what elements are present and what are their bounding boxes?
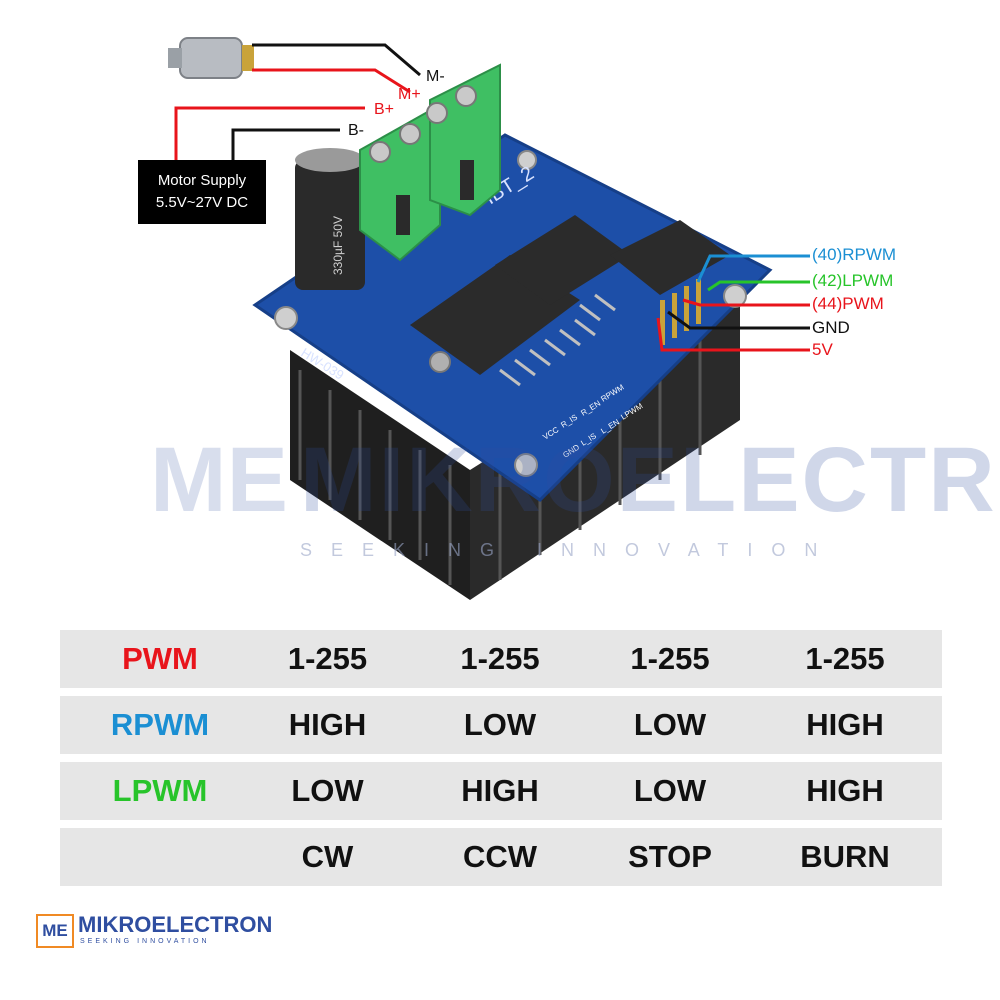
table-cell: STOP bbox=[628, 839, 712, 874]
table-row-pwm: PWM 1-255 1-255 1-255 1-255 bbox=[60, 630, 942, 688]
table-cell: LOW bbox=[633, 773, 707, 808]
wiring-diagram: HW-039 IBT_2 VCC GND R_IS L_IS R_EN L_EN… bbox=[138, 37, 1000, 600]
motor-minus-label: M- bbox=[426, 68, 445, 85]
logo-tagline: SEEKING INNOVATION bbox=[80, 938, 210, 945]
table-cell: 1-255 bbox=[460, 641, 540, 676]
wiring-svg: HW-039 IBT_2 VCC GND R_IS L_IS R_EN L_EN… bbox=[168, 37, 810, 600]
screw-terminal-icon bbox=[359, 63, 501, 262]
watermark-brand: MIKROELECTRON bbox=[300, 429, 1000, 531]
table-row-lpwm: LPWM LOW HIGH LOW HIGH bbox=[60, 762, 942, 820]
pin-label-lpwm: (42)LPWM bbox=[812, 271, 894, 290]
table-row-direction: CW CCW STOP BURN bbox=[60, 828, 942, 886]
table-cell: 1-255 bbox=[287, 641, 368, 676]
row-label-lpwm: LPWM bbox=[112, 773, 208, 808]
table-cell: HIGH bbox=[806, 707, 884, 742]
row-label-direction bbox=[60, 828, 260, 886]
capacitor-label: 330µF 50V bbox=[331, 216, 345, 275]
table-cell: HIGH bbox=[806, 773, 884, 808]
pin-label-gnd: GND bbox=[812, 318, 850, 337]
table-cell: LOW bbox=[633, 707, 707, 742]
motor-supply-voltage: 5.5V~27V DC bbox=[155, 194, 249, 211]
row-label-pwm: PWM bbox=[122, 641, 198, 676]
table-cell: BURN bbox=[800, 839, 890, 874]
watermark-tagline: SEEKING INNOVATION bbox=[300, 540, 837, 560]
table-cell: CW bbox=[301, 839, 354, 874]
table-cell: 1-255 bbox=[630, 641, 710, 676]
motor-supply-title: Motor Supply bbox=[157, 172, 247, 189]
pin-label-pwm: (44)PWM bbox=[812, 294, 884, 313]
table-cell: LOW bbox=[291, 773, 364, 808]
table-cell: LOW bbox=[463, 707, 537, 742]
capacitor-icon: 330µF 50V bbox=[295, 148, 365, 290]
pin-label-5v: 5V bbox=[812, 340, 833, 359]
logo-prefix: ME bbox=[36, 914, 74, 948]
logo-brand: MIKROELECTRON bbox=[78, 912, 273, 937]
motor-plus-label: M+ bbox=[398, 86, 421, 103]
battery-plus-label: B+ bbox=[374, 101, 395, 118]
battery-minus-label: B- bbox=[348, 122, 364, 139]
row-label-rpwm: RPWM bbox=[110, 707, 210, 742]
table-cell: HIGH bbox=[288, 707, 367, 742]
table-row-rpwm: RPWM HIGH LOW LOW HIGH bbox=[60, 696, 942, 754]
table-cell: HIGH bbox=[461, 773, 539, 808]
pin-label-rpwm: (40)RPWM bbox=[812, 245, 897, 264]
watermark-logo-prefix: ME bbox=[150, 429, 288, 531]
truth-table: PWM 1-255 1-255 1-255 1-255 RPWM HIGH LO… bbox=[60, 630, 942, 894]
motor-supply-box: Motor Supply 5.5V~27V DC bbox=[138, 160, 266, 224]
table-cell: CCW bbox=[462, 839, 538, 874]
table-cell: 1-255 bbox=[805, 641, 885, 676]
brand-logo: ME MIKROELECTRON SEEKING INNOVATION bbox=[36, 912, 272, 952]
dc-motor-icon bbox=[168, 37, 254, 79]
